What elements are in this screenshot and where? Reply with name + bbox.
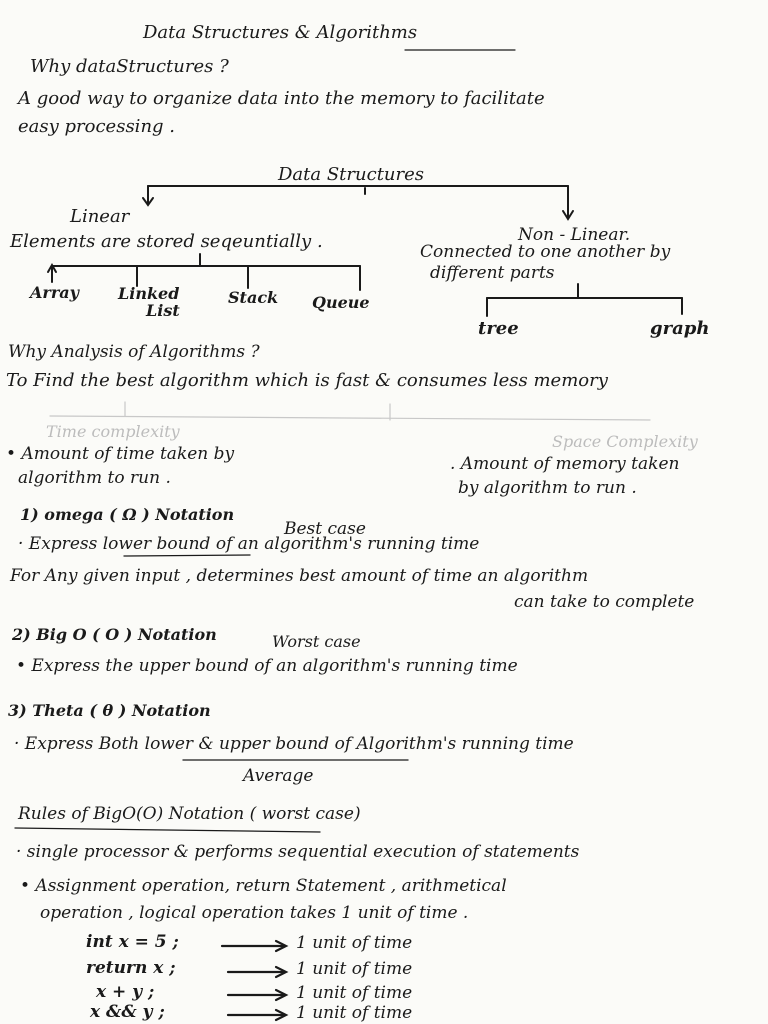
linear-label: Linear — [70, 206, 130, 227]
theta-bullet: · Express Both lower & upper bound of Al… — [14, 734, 574, 754]
space-desc-1: . Amount of memory taken — [450, 454, 680, 474]
nonlinear-desc-1: Connected to one another by — [420, 242, 671, 262]
omega-line-2: For Any given input , determines best am… — [10, 566, 589, 586]
theta-heading: 3) Theta ( θ ) Notation — [8, 701, 211, 720]
omega-case: Best case — [284, 519, 366, 539]
linear-child-linked: Linked — [118, 284, 180, 303]
example-cost-2: 1 unit of time — [296, 959, 413, 979]
example-cost-3: 1 unit of time — [296, 983, 413, 1003]
why-ds-heading: Why dataStructures ? — [30, 56, 229, 77]
nonlinear-child-tree: tree — [478, 318, 519, 339]
rules-bullet-1: · single processor & performs sequential… — [16, 842, 580, 862]
linear-child-array: Array — [30, 283, 79, 302]
omega-line-3: can take to complete — [514, 592, 695, 612]
space-complexity-label: Space Complexity — [552, 432, 698, 451]
rules-bullet-2b: operation , logical operation takes 1 un… — [40, 903, 469, 923]
why-ds-line-1: A good way to organize data into the mem… — [18, 88, 545, 109]
example-cost-1: 1 unit of time — [296, 933, 413, 953]
space-desc-2: by algorithm to run . — [458, 478, 637, 498]
linear-desc: Elements are stored seqeuntially . — [10, 231, 323, 252]
nonlinear-label: Non - Linear. — [518, 225, 631, 245]
linear-child-stack: Stack — [228, 288, 279, 307]
page-title: Data Structures & Algorithms — [143, 22, 418, 43]
example-cost-4: 1 unit of time — [296, 1003, 413, 1023]
nonlinear-desc-2: different parts — [430, 263, 555, 283]
why-analysis-heading: Why Analysis of Algorithms ? — [8, 342, 260, 362]
linear-child-list: List — [146, 301, 180, 320]
time-complexity-label: Time complexity — [46, 422, 180, 441]
bigo-case: Worst case — [272, 632, 361, 651]
example-code-3: x + y ; — [96, 982, 155, 1002]
rules-bullet-2a: • Assignment operation, return Statement… — [20, 876, 507, 896]
omega-heading: 1) omega ( Ω ) Notation — [20, 505, 235, 524]
example-code-2: return x ; — [86, 958, 176, 978]
why-analysis-line: To Find the best algorithm which is fast… — [6, 370, 608, 391]
nonlinear-child-graph: graph — [650, 318, 710, 339]
time-desc-1: • Amount of time taken by — [6, 444, 235, 464]
bigo-heading: 2) Big O ( O ) Notation — [12, 625, 217, 644]
why-ds-line-2: easy processing . — [18, 116, 175, 137]
rules-heading: Rules of BigO(O) Notation ( worst case) — [18, 804, 361, 824]
tree-root: Data Structures — [278, 164, 425, 185]
time-desc-2: algorithm to run . — [18, 468, 171, 488]
example-code-4: x && y ; — [90, 1002, 165, 1022]
linear-child-queue: Queue — [312, 293, 370, 312]
omega-bullet: · Express lower bound of an algorithm's … — [18, 534, 480, 554]
theta-case: Average — [243, 766, 314, 786]
example-code-1: int x = 5 ; — [86, 932, 179, 952]
bigo-bullet: • Express the upper bound of an algorith… — [16, 656, 518, 676]
